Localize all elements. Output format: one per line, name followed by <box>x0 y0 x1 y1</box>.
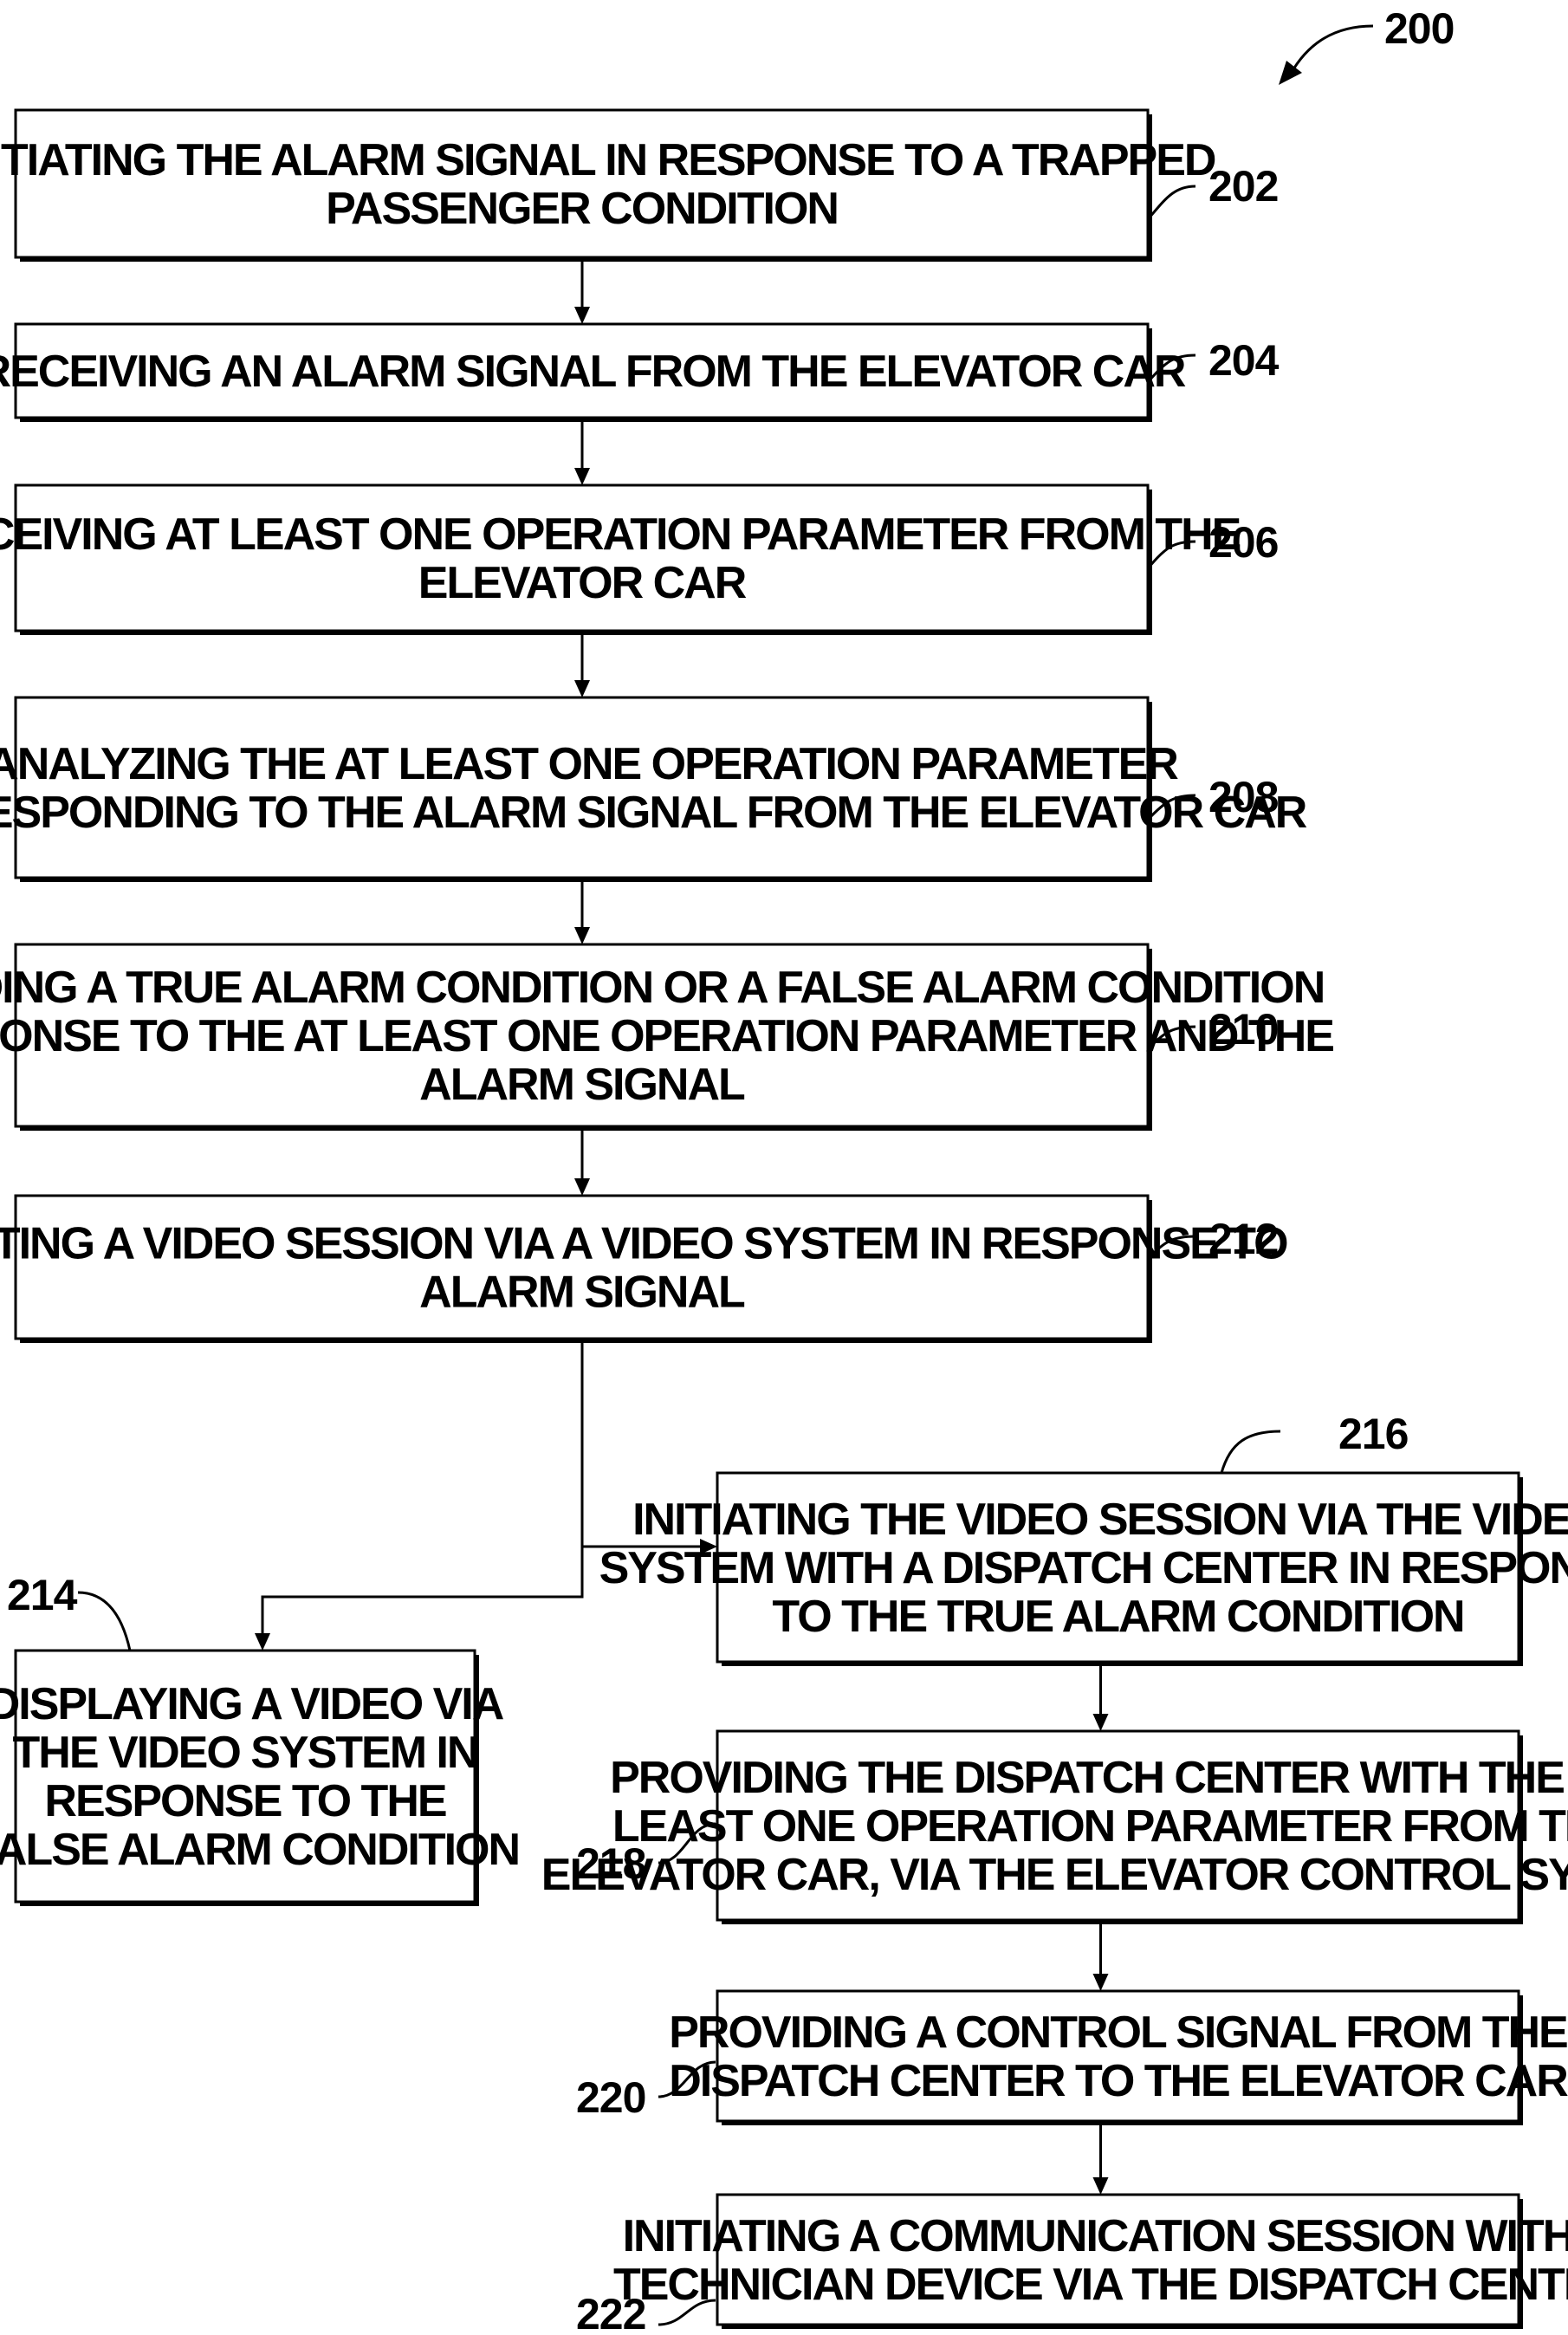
arrowhead <box>574 307 590 324</box>
ref-numeral-214: 214 <box>7 1571 130 1651</box>
ref-label: 210 <box>1208 1005 1278 1054</box>
arrowhead <box>1279 61 1302 85</box>
connector-208-210 <box>574 878 590 944</box>
flow-steps: INITIATING THE ALARM SIGNAL IN RESPONSE … <box>0 110 1568 2329</box>
leader-line <box>78 1592 130 1651</box>
step-box-220: PROVIDING A CONTROL SIGNAL FROM THEDISPA… <box>669 1991 1568 2125</box>
ref-label: 214 <box>7 1571 78 1619</box>
connector-202-204 <box>574 257 590 324</box>
step-box-208: ANALYZING THE AT LEAST ONE OPERATION PAR… <box>0 697 1307 882</box>
ref-label: 202 <box>1208 162 1278 211</box>
step-text-line: ANALYZING THE AT LEAST ONE OPERATION PAR… <box>0 739 1178 789</box>
step-box-210: PROVIDING A TRUE ALARM CONDITION OR A FA… <box>0 944 1333 1131</box>
arrowhead <box>1093 2177 1109 2195</box>
step-text-line: PASSENGER CONDITION <box>326 184 838 234</box>
step-text-line: SYSTEM WITH A DISPATCH CENTER IN RESPONS… <box>599 1543 1568 1593</box>
step-box-218: PROVIDING THE DISPATCH CENTER WITH THE A… <box>541 1731 1568 1924</box>
leader-line <box>1221 1431 1280 1473</box>
connector-204-206 <box>574 418 590 485</box>
arrowhead <box>574 1178 590 1196</box>
connector-212-214 <box>255 1339 582 1651</box>
arrowhead <box>574 927 590 944</box>
figure-ref-label: 200 <box>1384 4 1454 53</box>
step-text-line: ALARM SIGNAL <box>419 1060 745 1110</box>
ref-numeral-216: 216 <box>1221 1410 1408 1473</box>
step-box-202: INITIATING THE ALARM SIGNAL IN RESPONSE … <box>0 110 1215 262</box>
step-text-line: INITIATING A VIDEO SESSION VIA A VIDEO S… <box>0 1219 1287 1269</box>
step-text-line: IN RESPONSE TO THE AT LEAST ONE OPERATIO… <box>0 1011 1333 1061</box>
step-text-line: TECHNICIAN DEVICE VIA THE DISPATCH CENTE… <box>613 2260 1568 2310</box>
step-text-line: FALSE ALARM CONDITION <box>0 1825 519 1875</box>
step-text-line: CORRESPONDING TO THE ALARM SIGNAL FROM T… <box>0 788 1307 838</box>
figure-ref-arrow-line <box>1291 26 1373 74</box>
step-text-line: ALARM SIGNAL <box>419 1268 745 1318</box>
step-box-216: INITIATING THE VIDEO SESSION VIA THE VID… <box>599 1473 1568 1666</box>
ref-label: 216 <box>1338 1410 1408 1458</box>
step-box-214: DISPLAYING A VIDEO VIATHE VIDEO SYSTEM I… <box>0 1651 519 1906</box>
arrowhead <box>574 468 590 485</box>
ref-label: 204 <box>1208 336 1280 385</box>
ref-label: 220 <box>576 2073 645 2122</box>
step-text-line: INITIATING THE VIDEO SESSION VIA THE VID… <box>632 1495 1568 1545</box>
step-text-line: ELEVATOR CAR <box>418 558 747 608</box>
step-box-204: RECEIVING AN ALARM SIGNAL FROM THE ELEVA… <box>0 324 1186 422</box>
step-text-line: RECEIVING AN ALARM SIGNAL FROM THE ELEVA… <box>0 347 1186 397</box>
connector-218-220 <box>1093 1920 1109 1991</box>
ref-label: 206 <box>1208 518 1278 567</box>
step-text-line: ELEVATOR CAR, VIA THE ELEVATOR CONTROL S… <box>541 1850 1568 1900</box>
step-text-line: INITIATING A COMMUNICATION SESSION WITH … <box>623 2211 1568 2261</box>
arrowhead <box>1093 1974 1109 1991</box>
step-text-line: DISPATCH CENTER TO THE ELEVATOR CAR <box>669 2056 1568 2106</box>
ref-label: 218 <box>576 1839 646 1888</box>
step-box-212: INITIATING A VIDEO SESSION VIA A VIDEO S… <box>0 1196 1287 1343</box>
step-text-line: THE VIDEO SYSTEM IN <box>13 1728 478 1778</box>
ref-label: 212 <box>1208 1215 1278 1263</box>
step-text-line: DISPLAYING A VIDEO VIA <box>0 1679 504 1729</box>
step-text-line: PROVIDING THE DISPATCH CENTER WITH THE A… <box>610 1753 1568 1803</box>
step-box-222: INITIATING A COMMUNICATION SESSION WITH … <box>613 2195 1568 2329</box>
arrowhead <box>255 1633 270 1651</box>
step-text-line: TO THE TRUE ALARM CONDITION <box>772 1592 1463 1642</box>
connector-206-208 <box>574 631 590 697</box>
step-box-206: RECEIVING AT LEAST ONE OPERATION PARAMET… <box>0 485 1241 635</box>
arrowhead <box>1093 1714 1109 1731</box>
ref-label: 222 <box>576 2290 645 2335</box>
connector-220-222 <box>1093 2121 1109 2195</box>
step-text-line: RECEIVING AT LEAST ONE OPERATION PARAMET… <box>0 509 1241 560</box>
arrowhead <box>574 680 590 697</box>
step-text-line: LEAST ONE OPERATION PARAMETER FROM THE <box>612 1801 1568 1852</box>
step-text-line: INITIATING THE ALARM SIGNAL IN RESPONSE … <box>0 135 1215 185</box>
ref-label: 208 <box>1208 773 1279 821</box>
step-text-line: PROVIDING A TRUE ALARM CONDITION OR A FA… <box>0 963 1324 1013</box>
leader-line <box>1149 186 1195 218</box>
figure-ref-200: 200 <box>1279 4 1454 85</box>
step-text-line: RESPONSE TO THE <box>44 1776 445 1826</box>
step-text-line: PROVIDING A CONTROL SIGNAL FROM THE <box>669 2007 1567 2058</box>
connector-210-212 <box>574 1126 590 1196</box>
connector-216-218 <box>1093 1662 1109 1731</box>
